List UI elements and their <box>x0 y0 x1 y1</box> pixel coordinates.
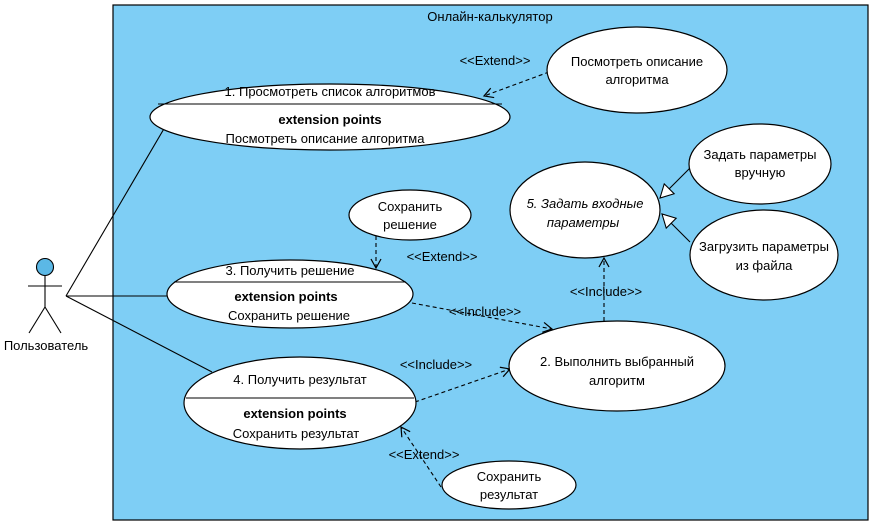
input-params-line1: 5. Задать входные <box>527 196 644 211</box>
view-desc-line1: Посмотреть описание <box>571 54 703 69</box>
save-solution-line2: решение <box>383 217 437 232</box>
include-connector-uc4-uc2 <box>414 366 512 403</box>
uc2-line1: 2. Выполнить выбранный <box>540 354 694 369</box>
uc2-line2: алгоритм <box>589 373 645 388</box>
actor-label: Пользователь <box>4 338 89 353</box>
actor-user[interactable]: Пользователь <box>4 257 89 354</box>
uc4-ext-heading: extension points <box>243 406 346 421</box>
extend-connector-save-result <box>400 425 442 488</box>
include-label-uc2-params: <<Include>> <box>570 284 642 299</box>
generalization-manual <box>659 167 691 199</box>
uc1-ext-point: Посмотреть описание алгоритма <box>226 131 426 146</box>
include-label-uc4-uc2: <<Include>> <box>400 357 472 372</box>
use-case-view-description[interactable]: Посмотреть описание алгоритма <box>546 26 728 114</box>
set-manual-line1: Задать параметры <box>704 147 817 162</box>
use-case-input-params[interactable]: 5. Задать входные параметры <box>509 161 661 259</box>
use-case-view-algorithms[interactable]: 1. Просмотреть список алгоритмов extensi… <box>149 83 511 151</box>
use-case-load-params-file[interactable]: Загрузить параметры из файла <box>689 209 839 301</box>
uc4-title: 4. Получить результат <box>233 372 366 387</box>
extend-label-save-solution: <<Extend>> <box>407 249 478 264</box>
extend-label-save-result: <<Extend>> <box>389 447 460 462</box>
include-connector-uc3-uc2 <box>411 302 554 333</box>
extend-connector-view-desc <box>482 71 550 99</box>
use-case-set-params-manual[interactable]: Задать параметры вручную <box>688 123 832 205</box>
view-desc-line2: алгоритма <box>605 72 669 87</box>
uc3-ext-heading: extension points <box>234 289 337 304</box>
actor-head <box>35 257 55 277</box>
assoc-uc1 <box>65 126 166 297</box>
use-case-get-result[interactable]: 4. Получить результат extension points С… <box>183 356 417 450</box>
save-solution-line1: Сохранить <box>378 199 443 214</box>
input-params-line2: параметры <box>547 215 620 230</box>
set-manual-line2: вручную <box>735 165 786 180</box>
load-file-line2: из файла <box>736 258 794 273</box>
use-case-save-result[interactable]: Сохранить результат <box>441 460 577 510</box>
generalization-file <box>661 213 691 243</box>
system-title: Онлайн-калькулятор <box>427 9 552 24</box>
uc1-ext-heading: extension points <box>278 112 381 127</box>
save-result-line2: результат <box>480 487 538 502</box>
include-label-uc3-uc2: <<Include>> <box>449 304 521 319</box>
save-result-line1: Сохранить <box>477 469 542 484</box>
uc1-title: 1. Просмотреть список алгоритмов <box>225 84 436 99</box>
use-case-run-algorithm[interactable]: 2. Выполнить выбранный алгоритм <box>508 320 726 412</box>
use-case-save-solution[interactable]: Сохранить решение <box>348 189 472 241</box>
uc3-ext-point: Сохранить решение <box>228 308 350 323</box>
use-case-get-solution[interactable]: 3. Получить решение extension points Сох… <box>166 259 414 329</box>
load-file-line1: Загрузить параметры <box>699 239 829 254</box>
uc3-title: 3. Получить решение <box>226 263 355 278</box>
uc4-ext-point: Сохранить результат <box>233 426 360 441</box>
assoc-uc4 <box>65 295 213 373</box>
extend-label-view-desc: <<Extend>> <box>460 53 531 68</box>
